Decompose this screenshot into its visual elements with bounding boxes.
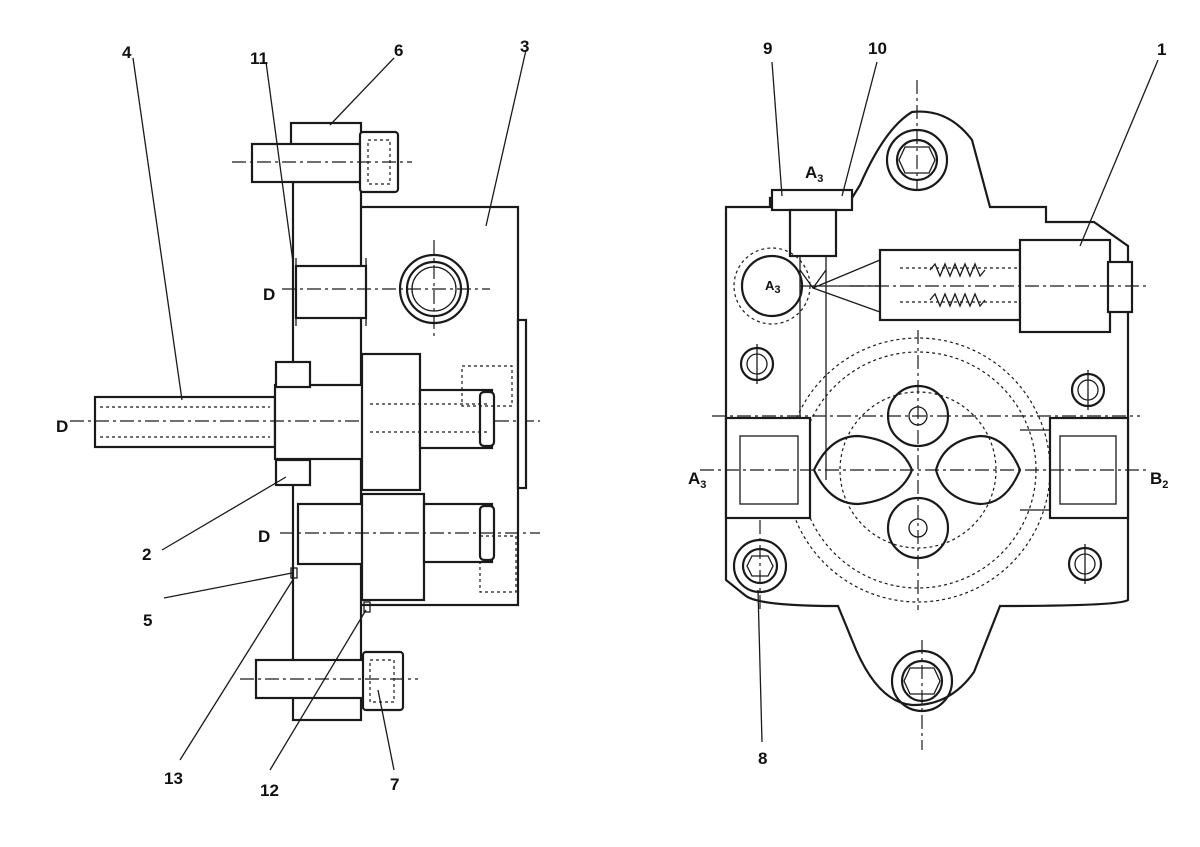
- gear-upper: [360, 352, 422, 492]
- port-label-a3-circle: A3: [765, 278, 781, 296]
- port-fitting-upper: [294, 264, 368, 320]
- bolt-head-6: [289, 121, 363, 147]
- callout-6: 6: [394, 41, 403, 60]
- port-b2: [1048, 416, 1130, 520]
- right-leaders: [757, 59, 1159, 743]
- key-upper: [274, 360, 312, 389]
- callout-2: 2: [142, 545, 151, 564]
- callout-12: 12: [260, 781, 279, 800]
- relief-valve-1: [878, 248, 1022, 322]
- callout-9: 9: [763, 39, 772, 58]
- valve-plug: [1106, 260, 1134, 314]
- port-label-a3-side: A3: [688, 469, 706, 491]
- callout-13: 13: [164, 769, 183, 788]
- callout-10: 10: [868, 39, 887, 58]
- port-label-b2: B2: [1150, 469, 1168, 491]
- front-view: [700, 80, 1150, 750]
- callout-labels: 1 2 3 4 5 6 7 8 9 10 11 12 13 D D D A3 A…: [56, 37, 1168, 800]
- callout-5: 5: [143, 611, 152, 630]
- key-lower-2: [274, 458, 312, 487]
- side-view: [70, 121, 540, 722]
- callout-8: 8: [758, 749, 767, 768]
- gear-lower: [360, 492, 426, 602]
- fitting-body-10: [788, 208, 838, 258]
- callout-7: 7: [390, 775, 399, 794]
- callout-11: 11: [250, 49, 268, 68]
- port-label-a3-top: A3: [805, 163, 823, 185]
- drive-shaft-4: [93, 395, 277, 449]
- bolt-shank-6: [250, 142, 364, 184]
- section-mark-d-lower: D: [258, 527, 270, 546]
- shaft-collar: [273, 383, 367, 461]
- callout-4: 4: [122, 43, 132, 62]
- callout-1: 1: [1157, 40, 1166, 59]
- left-leaders: [132, 49, 527, 771]
- driven-shaft-5: [296, 502, 366, 566]
- side-flange: [516, 318, 528, 490]
- section-mark-d-shaft: D: [56, 417, 68, 436]
- section-mark-d-upper: D: [263, 285, 275, 304]
- fitting-cap-9: [770, 188, 854, 212]
- callout-3: 3: [520, 37, 529, 56]
- bolt-head-7: [361, 650, 405, 712]
